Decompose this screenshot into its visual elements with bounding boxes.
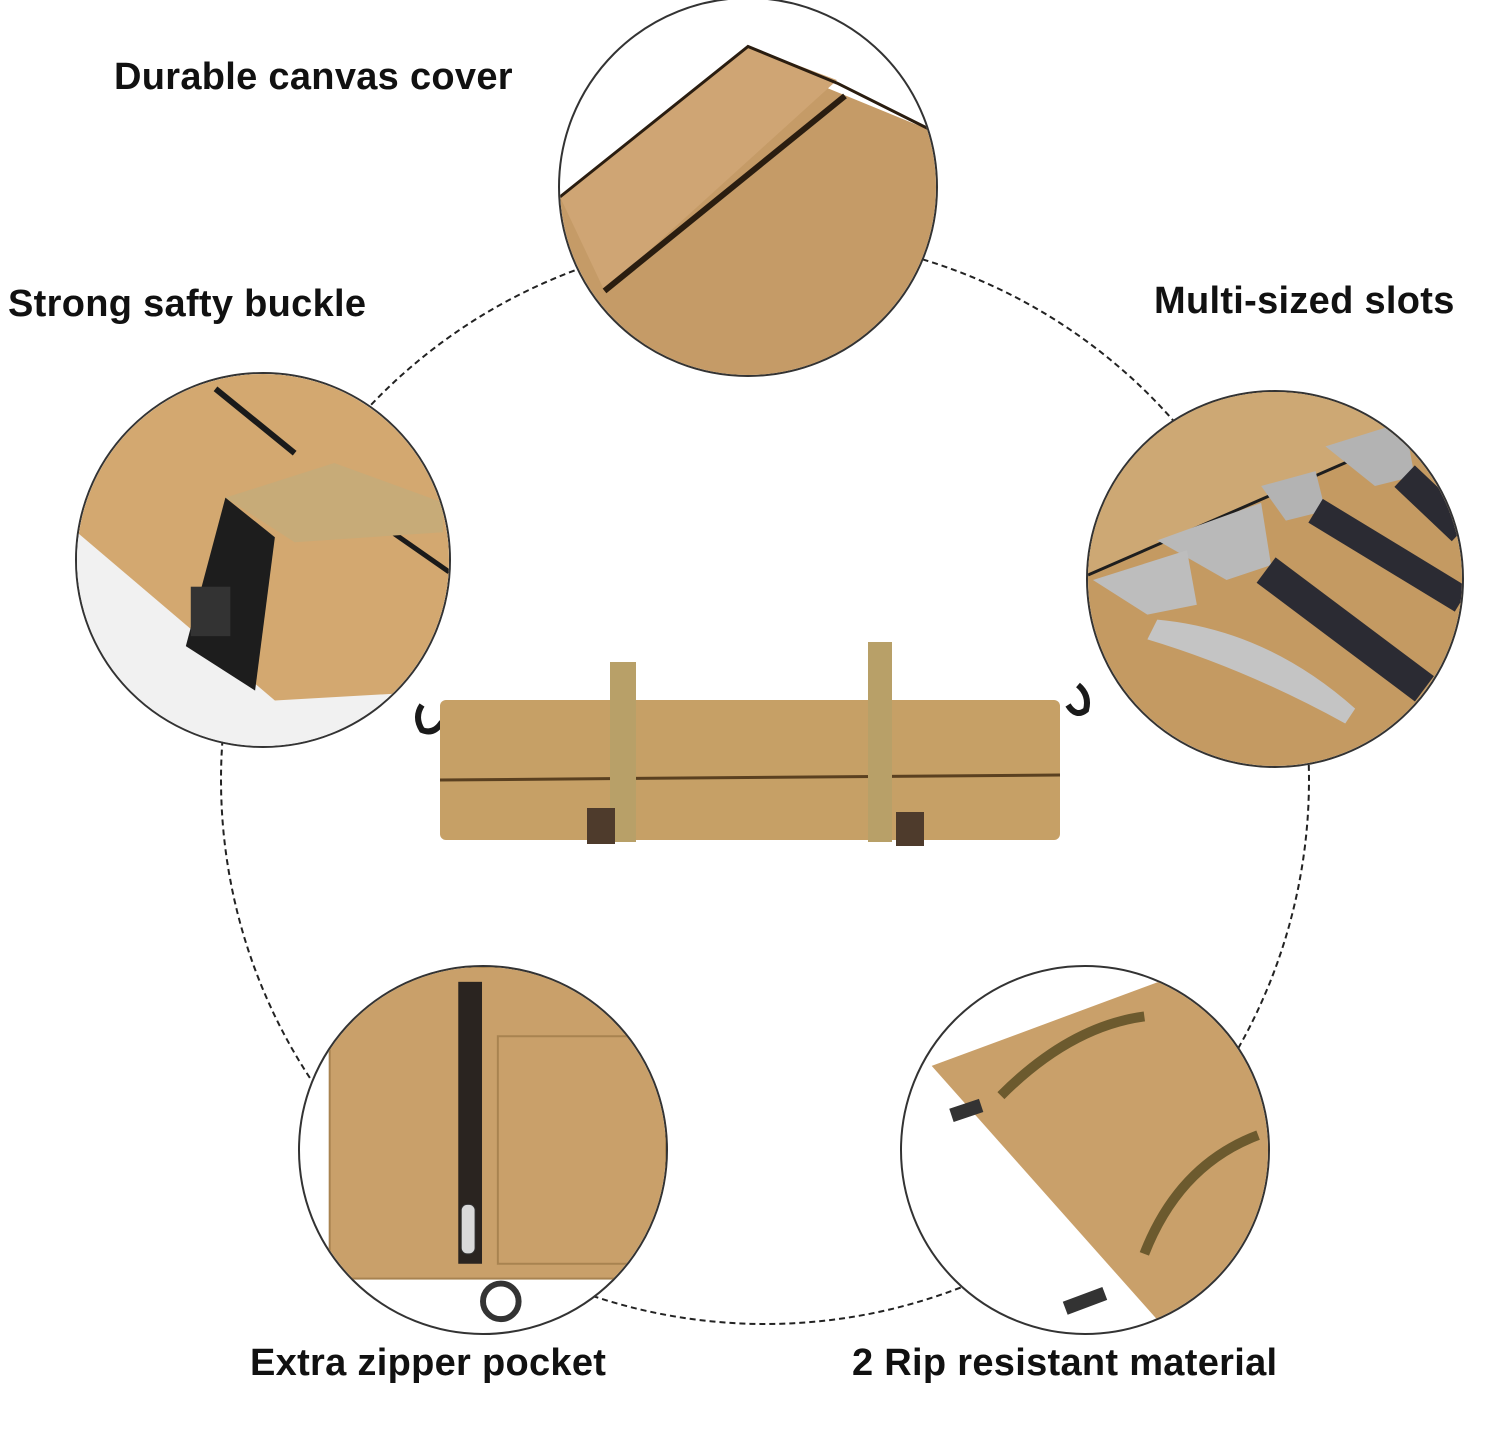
bubble-zipper-pocket — [298, 965, 668, 1335]
knife-1 — [1325, 421, 1462, 542]
knife-roll-icon — [410, 630, 1110, 860]
knife-slots-image — [1088, 392, 1462, 766]
knife-4 — [1092, 550, 1356, 724]
knife-2 — [1261, 471, 1462, 612]
canvas-fold-image — [560, 44, 936, 375]
bubble-canvas-cover — [558, 0, 938, 377]
bubble-safety-buckle — [75, 372, 451, 748]
zipper-pocket-image — [328, 967, 666, 1323]
material-image — [931, 967, 1268, 1333]
label-multi-sized-slots: Multi-sized slots — [1154, 280, 1455, 322]
rolled-knife-bag — [415, 642, 1090, 846]
bubble-multi-sized-slots — [1086, 390, 1464, 768]
label-durable-canvas-cover: Durable canvas cover — [114, 56, 513, 98]
buckle-image — [77, 374, 449, 746]
label-extra-zipper-pocket: Extra zipper pocket — [250, 1342, 607, 1384]
knife-3 — [1157, 502, 1434, 702]
label-rip-resistant-material: 2 Rip resistant material — [852, 1342, 1278, 1384]
bubble-rip-resistant — [900, 965, 1270, 1335]
label-strong-safety-buckle: Strong safty buckle — [8, 283, 367, 325]
